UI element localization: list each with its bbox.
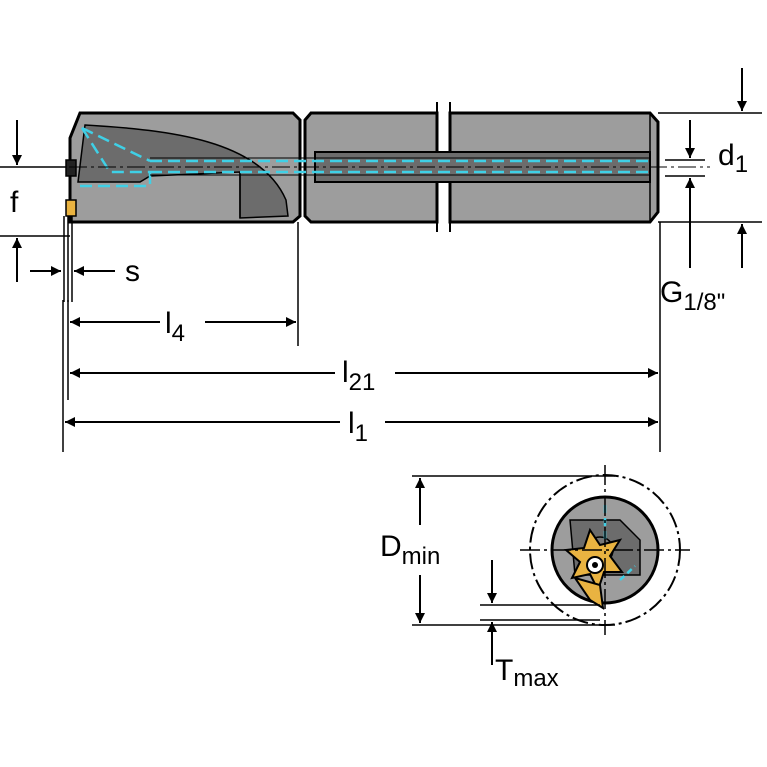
insert-profile-lines <box>63 216 73 302</box>
end-view <box>412 465 690 665</box>
coolant-channels <box>80 126 650 188</box>
end-view-coolant-line-2 <box>619 565 636 581</box>
tool-body <box>63 102 660 302</box>
label-dmin: Dmin <box>380 530 440 570</box>
label-l21: l21 <box>342 356 375 396</box>
label-s: s <box>125 255 140 288</box>
insert-screw-center <box>592 562 598 568</box>
extension-lines <box>0 112 762 452</box>
label-d1: d1 <box>718 139 748 178</box>
cutting-insert-side <box>65 199 77 217</box>
insert-tooth-lower <box>572 576 605 610</box>
label-l1: l1 <box>348 407 368 447</box>
label-f: f <box>10 186 19 219</box>
insert-seat <box>65 159 77 177</box>
label-tmax: Tmax <box>495 654 559 692</box>
label-l4: l4 <box>165 307 185 347</box>
label-g: G1/8" <box>660 276 725 316</box>
coolant-channel-outline <box>150 157 650 176</box>
dimension-labels: d1 f s l4 l21 l1 G1/8" Dmin Tmax <box>10 139 748 692</box>
